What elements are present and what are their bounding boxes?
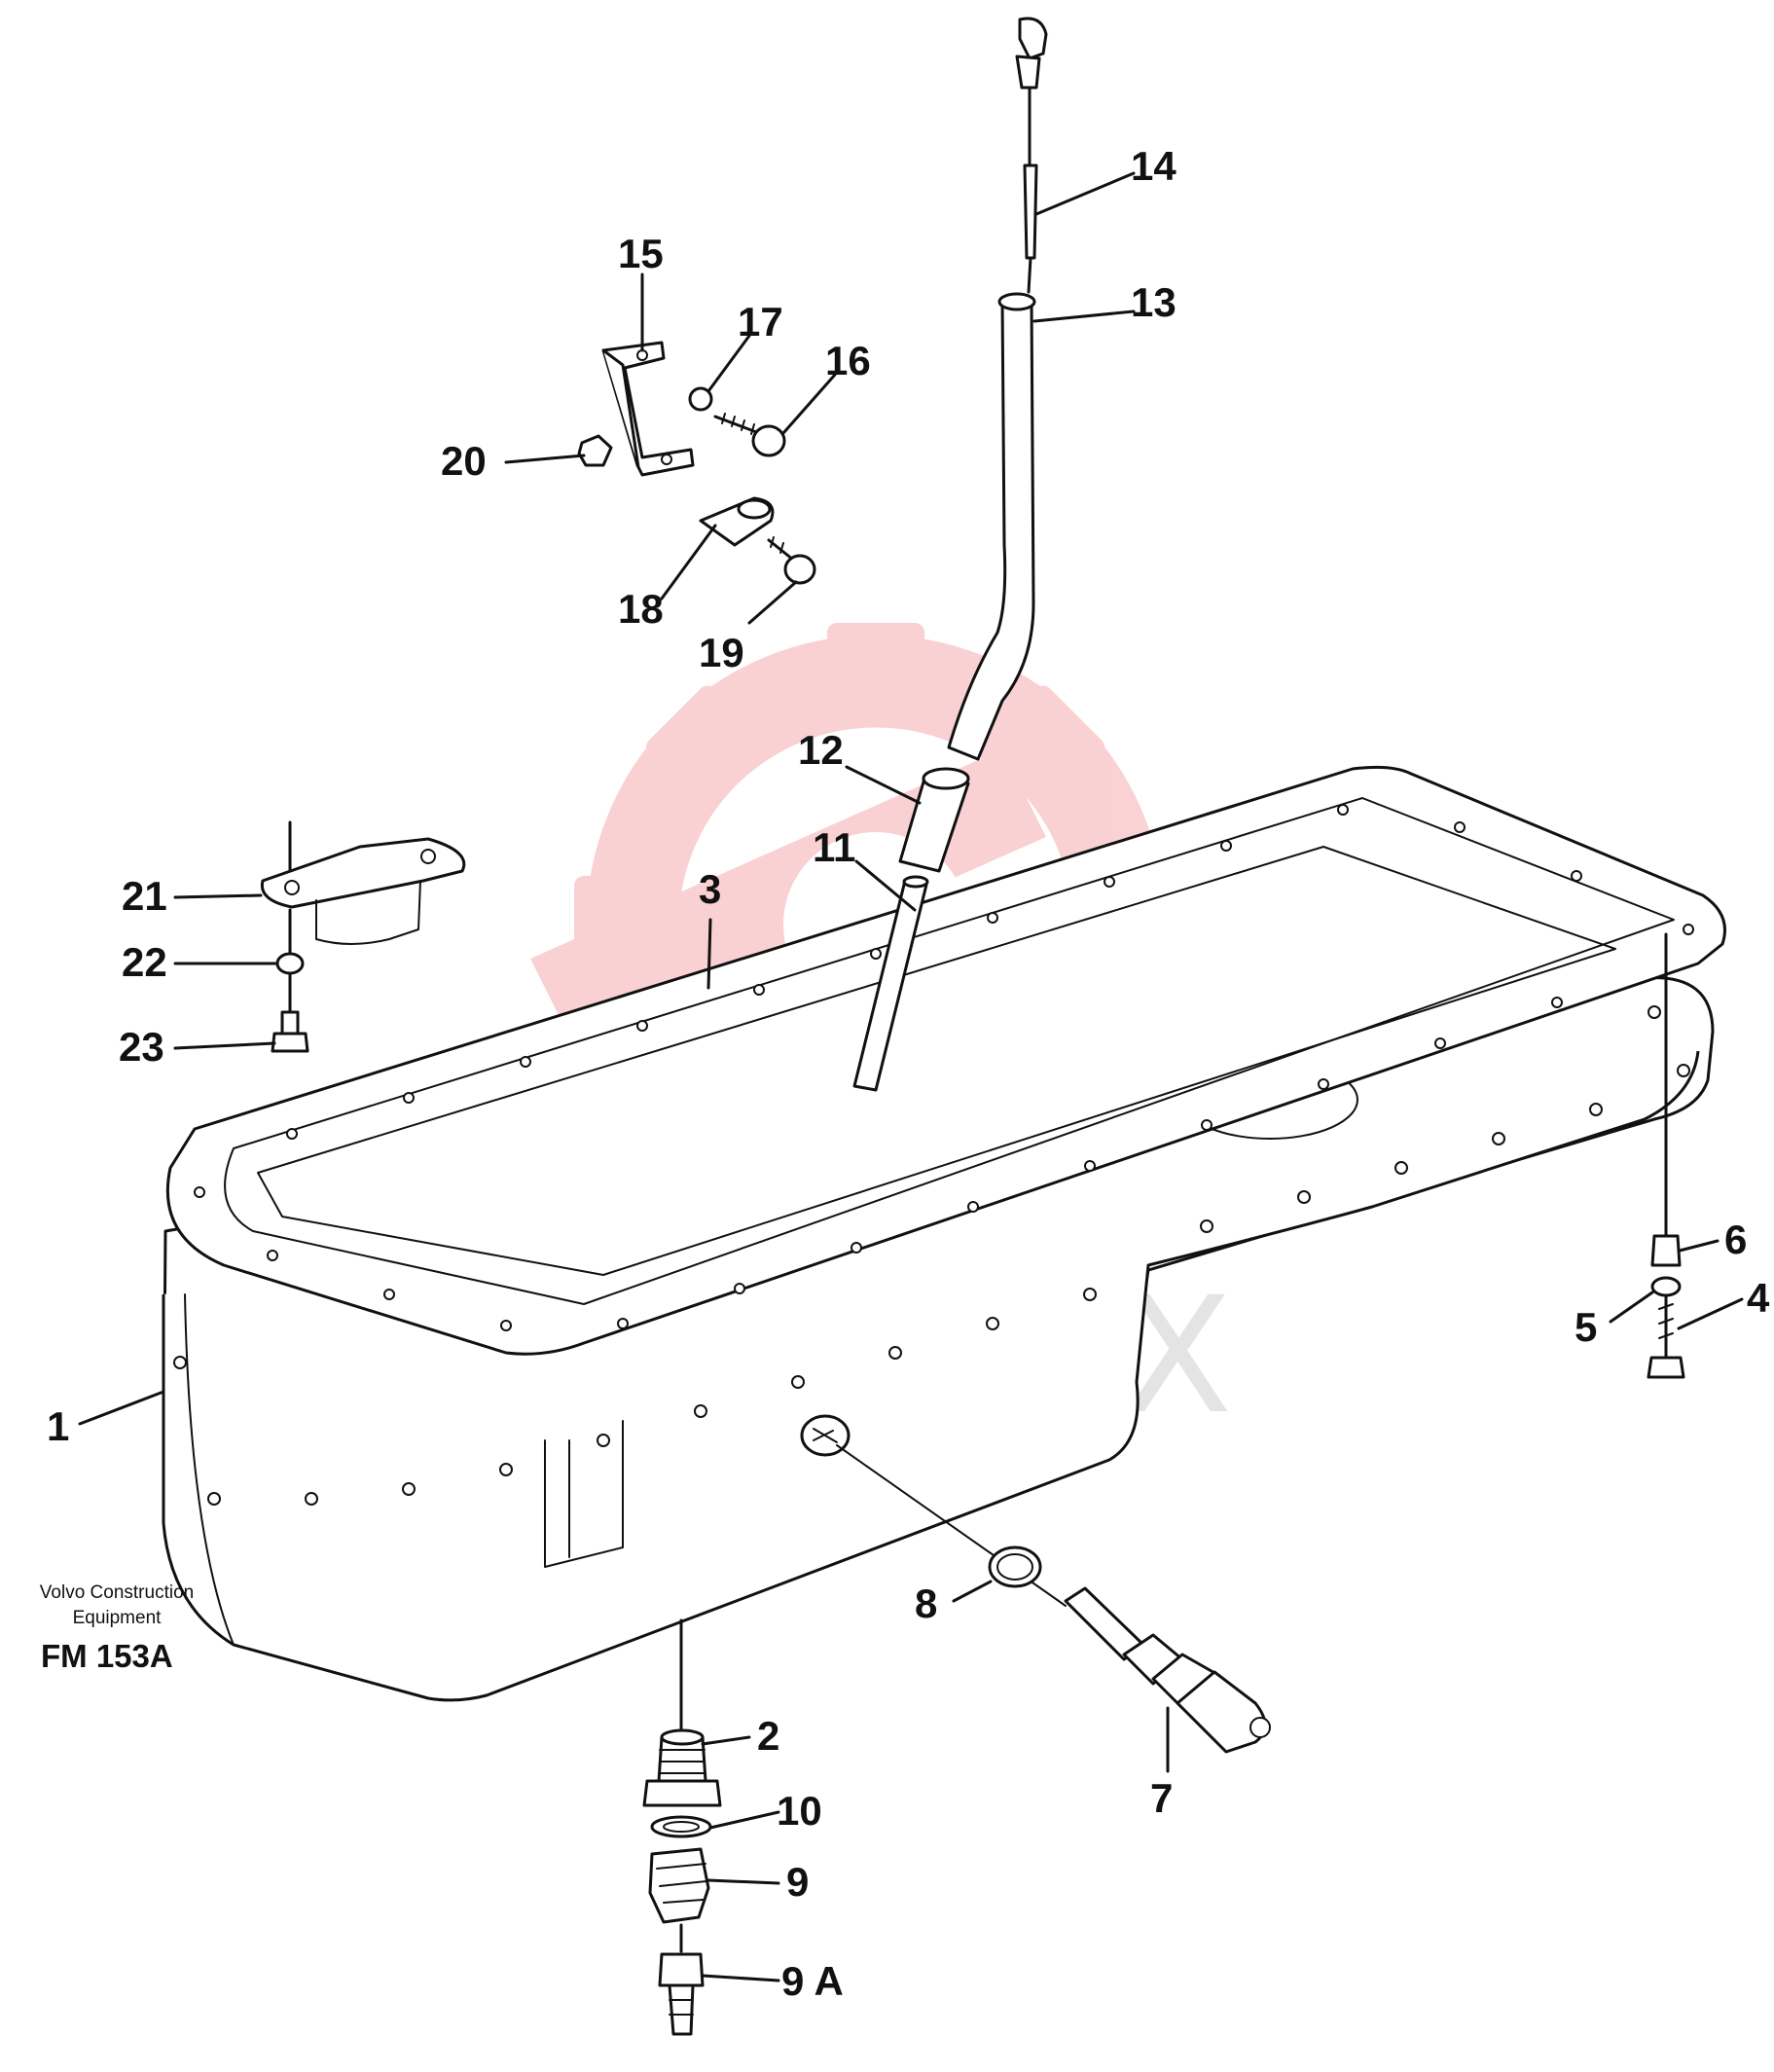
- callout-12: 12: [798, 727, 844, 773]
- cover-plate-21: [260, 837, 466, 909]
- drain-valve-9: [648, 1847, 710, 1924]
- callout-1: 1: [47, 1403, 69, 1449]
- oil-pan-gasket: [165, 765, 1726, 1356]
- oil-level-sensor-group: [836, 1444, 1271, 1754]
- gasket-bolt-holes: [194, 804, 1694, 1331]
- gasket-outer: [165, 765, 1726, 1356]
- washer-10: [650, 1815, 712, 1838]
- washer-17: [688, 386, 713, 412]
- callout-20: 20: [441, 438, 487, 484]
- callout-10: 10: [777, 1788, 822, 1834]
- callout-13: 13: [1131, 279, 1177, 325]
- gasket-inner: [224, 797, 1675, 1305]
- callout-labels: 1 2 3 4 5 6 7 8 9 9 A 10 11 12 13 14 15 …: [47, 143, 1770, 2004]
- washer-5: [1650, 1276, 1682, 1297]
- bolt-19: [783, 554, 816, 585]
- callout-21: 21: [122, 873, 167, 919]
- brand-line-1: Volvo Construction: [40, 1582, 194, 1603]
- callout-4: 4: [1747, 1275, 1770, 1321]
- drain-plug-group: [642, 1618, 722, 2036]
- oil-pan: [162, 976, 1715, 1702]
- dipstick-tube: [852, 292, 1036, 1092]
- callout-3: 3: [699, 866, 721, 912]
- callout-2: 2: [757, 1713, 779, 1759]
- callout-6: 6: [1724, 1217, 1747, 1262]
- bolt-23: [280, 1010, 300, 1036]
- washer-22: [275, 952, 305, 975]
- bolt-16: [751, 424, 786, 457]
- oil-pan-body: [162, 1050, 1700, 1702]
- nut-20: [577, 434, 613, 467]
- hose-connector-9a: [658, 1952, 705, 1987]
- callout-9a: 9 A: [781, 1958, 844, 2004]
- spacer-6: [1650, 1234, 1682, 1267]
- dipstick-handle: [1018, 17, 1048, 60]
- bolt-4: [1647, 1356, 1685, 1379]
- callout-16: 16: [825, 338, 871, 383]
- dipstick-upper-tube: [947, 298, 1035, 761]
- callout-23: 23: [119, 1024, 164, 1070]
- callout-17: 17: [738, 299, 783, 345]
- bracket-group: [577, 341, 816, 585]
- callout-15: 15: [618, 231, 664, 276]
- callout-19: 19: [699, 630, 744, 675]
- brand-block: Volvo Construction Equipment FM 153A: [40, 1582, 194, 1674]
- callout-8: 8: [915, 1581, 937, 1626]
- bolt-stack-right: [1647, 932, 1685, 1379]
- brand-line-2: Equipment: [73, 1608, 163, 1628]
- callout-14: 14: [1131, 143, 1177, 189]
- callout-11: 11: [813, 824, 855, 870]
- cover-plate-group: [260, 820, 466, 1053]
- callout-5: 5: [1575, 1304, 1597, 1350]
- dipstick: [1015, 17, 1048, 294]
- callout-7: 7: [1150, 1775, 1173, 1821]
- callout-18: 18: [618, 586, 664, 632]
- drawing-code: FM 153A: [41, 1638, 173, 1674]
- leader-lines: [78, 171, 1744, 1982]
- callout-9: 9: [786, 1859, 809, 1905]
- callout-22: 22: [122, 939, 167, 985]
